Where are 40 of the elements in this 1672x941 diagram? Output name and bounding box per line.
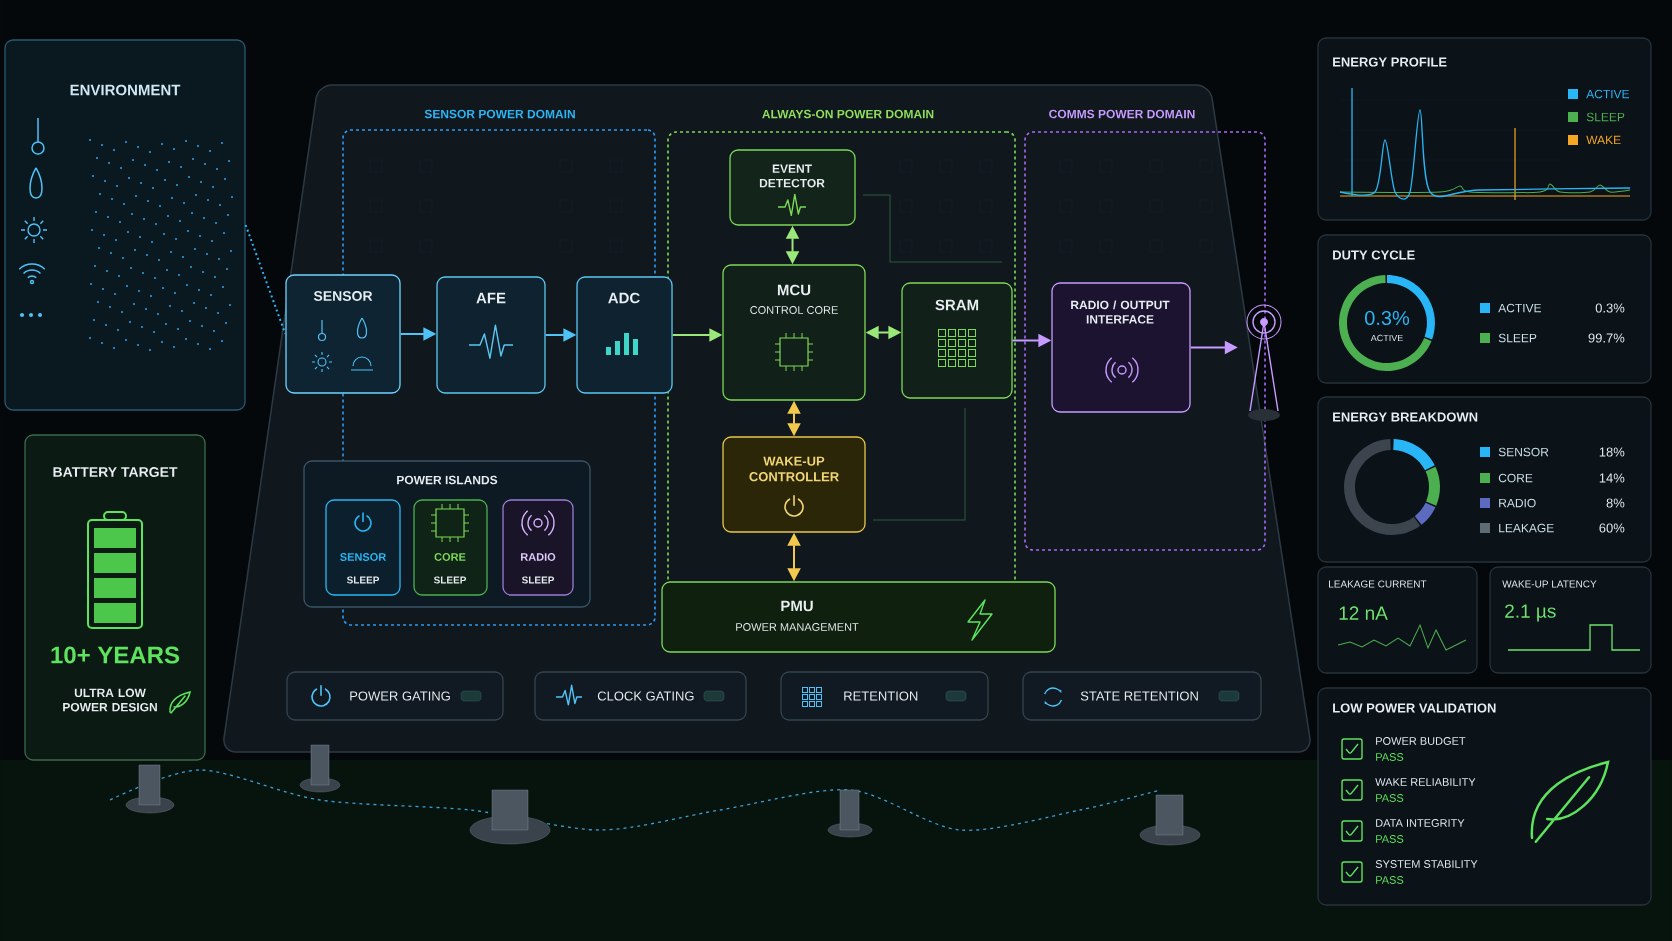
- node-label: SENSOR POWER DOMAIN: [424, 109, 575, 119]
- island-card: RADIO SLEEP: [502, 499, 574, 596]
- feature-toggle-button: STATE RETENTION: [1022, 671, 1262, 721]
- feature-toggle-button: CLOCK GATING: [534, 671, 747, 721]
- legend-label: SLEEP: [1586, 112, 1625, 122]
- antenna-drawing: [1246, 304, 1282, 421]
- process-block: RADIO / OUTPUT INTERFACE: [1051, 282, 1191, 413]
- legend-label: CORE: [1498, 473, 1533, 483]
- value-label: 0.3%: [1595, 303, 1625, 313]
- process-block: WAKE-UP CONTROLLER: [722, 436, 866, 533]
- node-label: ALWAYS-ON POWER DOMAIN: [762, 109, 934, 119]
- battery-target-panel: BATTERY TARGET 10+ YEARS ULTRA LOW POWER DESIGN: [24, 434, 206, 761]
- legend-label: ACTIVE: [1498, 303, 1542, 313]
- process-block: ADC: [576, 276, 673, 394]
- island-card: SENSOR SLEEP: [325, 499, 401, 596]
- legend-label: SLEEP: [1498, 333, 1537, 343]
- value-label: 14%: [1599, 473, 1625, 483]
- legend-label: WAKE: [1586, 135, 1621, 145]
- feature-toggle-button: POWER GATING: [286, 671, 504, 721]
- legend-label: RADIO: [1499, 498, 1536, 508]
- value-label: 60%: [1599, 523, 1625, 533]
- legend-label: ACTIVE: [1586, 89, 1630, 99]
- process-block: AFE: [436, 276, 546, 394]
- island-card: CORE SLEEP: [413, 499, 488, 596]
- value-label: 18%: [1599, 447, 1625, 457]
- process-block: SRAM: [901, 282, 1013, 399]
- value-label: 99.7%: [1588, 333, 1625, 343]
- legend-label: SENSOR: [1498, 447, 1549, 457]
- dashboard-card: LOW POWER VALIDATION POWER BUDGET PASS WAKE RELIABILITY PASS DATA INTEGRITY PASS SYSTEM STABILITY PASS: [1317, 687, 1652, 906]
- feature-toggle-button: RETENTION: [780, 671, 989, 721]
- process-block: MCU CONTROL CORE: [722, 264, 866, 401]
- value-label: 8%: [1606, 498, 1625, 508]
- legend-label: LEAKAGE: [1499, 523, 1554, 533]
- process-block: SENSOR: [285, 274, 401, 394]
- environment-panel: ENVIRONMENT: [4, 39, 246, 411]
- dashboard-card: WAKE-UP LATENCY 2.1 µs: [1489, 566, 1652, 674]
- dashboard-card: LEAKAGE CURRENT 12 nA: [1317, 566, 1478, 674]
- process-block: PMU POWER MANAGEMENT: [661, 581, 1056, 653]
- process-block: EVENT DETECTOR: [729, 149, 856, 226]
- node-label: COMMS POWER DOMAIN: [1049, 109, 1195, 119]
